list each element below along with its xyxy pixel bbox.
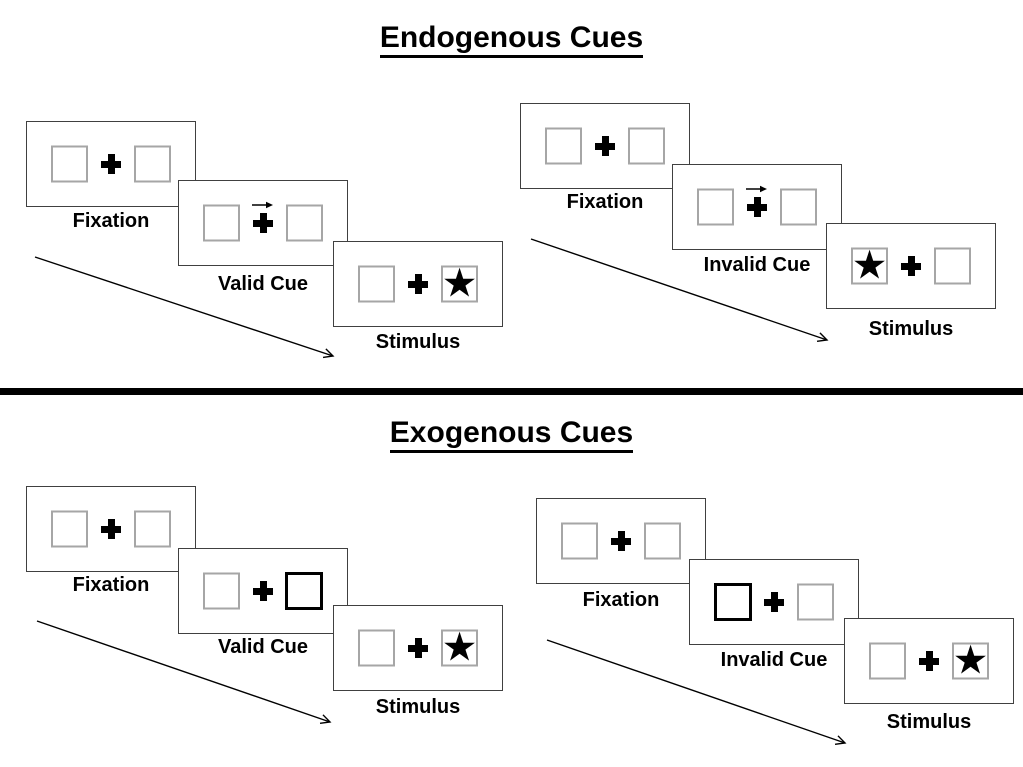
fixation-cross-icon bbox=[101, 519, 121, 539]
fixation-cross-icon bbox=[747, 197, 767, 217]
placeholder-box-left bbox=[869, 642, 906, 680]
exo-valid-cue-screen bbox=[178, 548, 348, 634]
fixation-cross-icon bbox=[919, 651, 939, 671]
endo-invalid-stimulus-screen: ★ bbox=[826, 223, 996, 309]
screen-label: Stimulus bbox=[375, 331, 461, 353]
star-stimulus-icon: ★ bbox=[851, 242, 888, 288]
placeholder-box-left bbox=[51, 145, 88, 183]
exogenous-title-text: Exogenous Cues bbox=[389, 416, 634, 453]
screen-label: Valid Cue bbox=[217, 273, 309, 295]
screen-label: Fixation bbox=[582, 589, 660, 611]
fixation-cross-icon bbox=[901, 256, 921, 276]
placeholder-box-right bbox=[286, 204, 323, 242]
exo-invalid-stimulus-screen: ★ bbox=[844, 618, 1014, 704]
endo-valid-fixation-screen bbox=[26, 121, 196, 207]
target-box-right: ★ bbox=[441, 260, 478, 306]
target-box-right: ★ bbox=[441, 624, 478, 670]
star-stimulus-icon: ★ bbox=[441, 260, 478, 306]
placeholder-box-left bbox=[358, 629, 395, 667]
screen-label: Stimulus bbox=[375, 696, 461, 718]
screen-label: Invalid Cue bbox=[720, 649, 828, 671]
fixation-cross-icon bbox=[408, 274, 428, 294]
highlighted-cue-box-right bbox=[285, 572, 323, 610]
fixation-cross-icon bbox=[764, 592, 784, 612]
section-divider bbox=[0, 388, 1023, 395]
placeholder-box-right bbox=[134, 145, 171, 183]
screen-label: Fixation bbox=[72, 574, 150, 596]
star-stimulus-icon: ★ bbox=[441, 624, 478, 670]
fixation-cross-icon bbox=[101, 154, 121, 174]
fixation-cross-icon bbox=[253, 581, 273, 601]
endo-invalid-fixation-screen bbox=[520, 103, 690, 189]
placeholder-box-right bbox=[644, 522, 681, 560]
right-arrow-cue-icon bbox=[746, 185, 767, 193]
fixation-cross-icon bbox=[253, 213, 273, 233]
placeholder-box-left bbox=[203, 572, 240, 610]
fixation-cross-icon bbox=[611, 531, 631, 551]
screen-label: Fixation bbox=[72, 210, 150, 232]
placeholder-box-right bbox=[628, 127, 665, 165]
screen-label: Stimulus bbox=[868, 318, 954, 340]
placeholder-box-left bbox=[697, 188, 734, 226]
exo-valid-fixation-screen bbox=[26, 486, 196, 572]
screen-label: Invalid Cue bbox=[703, 254, 811, 276]
placeholder-box-left bbox=[561, 522, 598, 560]
endo-invalid-cue-screen bbox=[672, 164, 842, 250]
endogenous-section-title: Endogenous Cues bbox=[10, 20, 1013, 58]
exo-invalid-cue-screen bbox=[689, 559, 859, 645]
exogenous-section-title: Exogenous Cues bbox=[10, 415, 1013, 453]
placeholder-box-left bbox=[203, 204, 240, 242]
star-stimulus-icon: ★ bbox=[952, 637, 989, 683]
placeholder-box-right bbox=[780, 188, 817, 226]
endogenous-title-text: Endogenous Cues bbox=[379, 21, 644, 58]
placeholder-box-left bbox=[358, 265, 395, 303]
placeholder-box-right bbox=[797, 583, 834, 621]
target-box-right: ★ bbox=[952, 637, 989, 683]
screen-label: Stimulus bbox=[886, 711, 972, 733]
placeholder-box-right bbox=[134, 510, 171, 548]
exo-invalid-fixation-screen bbox=[536, 498, 706, 584]
right-arrow-cue-icon bbox=[252, 201, 273, 209]
placeholder-box-left bbox=[545, 127, 582, 165]
screen-label: Fixation bbox=[566, 191, 644, 213]
endo-valid-cue-screen bbox=[178, 180, 348, 266]
fixation-cross-icon bbox=[595, 136, 615, 156]
endo-valid-stimulus-screen: ★ bbox=[333, 241, 503, 327]
screen-label: Valid Cue bbox=[217, 636, 309, 658]
target-box-left: ★ bbox=[851, 242, 888, 288]
placeholder-box-left bbox=[51, 510, 88, 548]
placeholder-box-right bbox=[934, 247, 971, 285]
fixation-cross-icon bbox=[408, 638, 428, 658]
highlighted-cue-box-left bbox=[714, 583, 752, 621]
exo-valid-stimulus-screen: ★ bbox=[333, 605, 503, 691]
